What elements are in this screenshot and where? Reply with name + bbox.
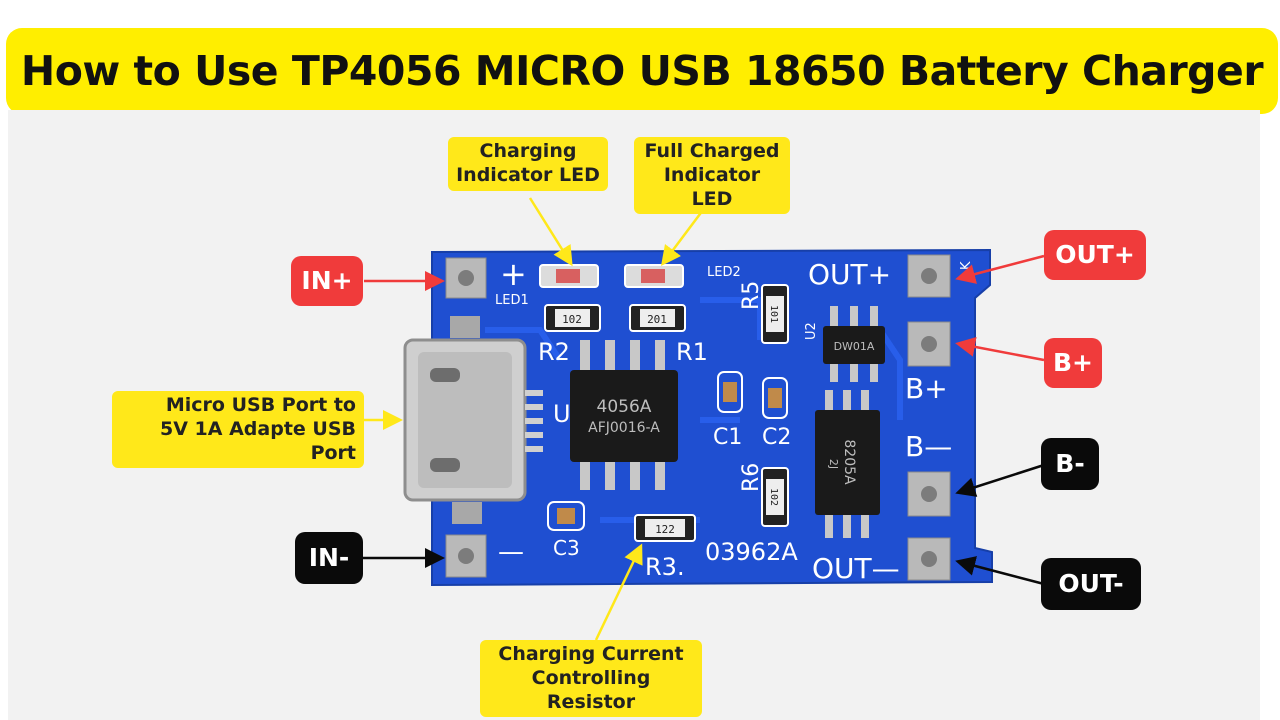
led2-full bbox=[624, 264, 684, 288]
silkscreen-labels: + — LED1 LED2 R2 R1 R3. R5 R6 C1 C2 C3 U… bbox=[495, 255, 974, 585]
callout-in-minus-text: IN- bbox=[308, 543, 350, 573]
silk-r1: R1 bbox=[676, 338, 708, 366]
silk-plus: + bbox=[500, 255, 527, 293]
callout-in-plus: IN+ bbox=[291, 256, 363, 306]
silk-minus: — bbox=[498, 537, 524, 567]
silk-board-code: 03962A bbox=[705, 538, 798, 566]
resistor-r6: 102 bbox=[761, 467, 789, 527]
silk-r5: R5 bbox=[739, 281, 764, 310]
ic-8205a: 8205A 2J bbox=[815, 390, 880, 538]
silk-led2: LED2 bbox=[707, 265, 741, 280]
resistor-r3: 122 bbox=[634, 514, 696, 542]
leader-charging-led bbox=[528, 197, 573, 267]
svg-text:102: 102 bbox=[768, 488, 779, 506]
pad-in-plus bbox=[445, 257, 487, 299]
svg-text:8205A: 8205A bbox=[841, 439, 857, 485]
pcb-traces bbox=[485, 297, 903, 523]
callout-usb-port-text: Micro USB Port to 5V 1A Adapte USB Port bbox=[160, 394, 356, 464]
ic-tp4056: 4056A AFJ0016-A bbox=[570, 340, 678, 490]
callout-out-plus: OUT+ bbox=[1044, 230, 1146, 280]
pad-b-minus bbox=[907, 471, 951, 517]
callout-in-minus: IN- bbox=[295, 532, 363, 584]
silk-k-mark: K bbox=[959, 261, 974, 270]
callout-usb-port: Micro USB Port to 5V 1A Adapte USB Port bbox=[112, 391, 364, 469]
capacitor-c3 bbox=[547, 501, 585, 531]
silk-led1: LED1 bbox=[495, 293, 529, 308]
silk-r2: R2 bbox=[538, 338, 570, 366]
svg-text:DW01A: DW01A bbox=[834, 340, 875, 353]
pad-out-plus bbox=[907, 254, 951, 298]
leader-out-plus bbox=[955, 254, 1045, 284]
leader-b-minus bbox=[955, 463, 1045, 497]
resistor-r2: 102 bbox=[544, 304, 601, 332]
callout-charging-led: Charging Indicator LED bbox=[448, 137, 608, 191]
svg-text:101: 101 bbox=[768, 305, 779, 323]
silk-r3: R3. bbox=[645, 553, 685, 581]
silk-out-minus: OUT— bbox=[812, 552, 900, 585]
silk-r6: R6 bbox=[739, 463, 764, 492]
silk-c3: C3 bbox=[553, 536, 580, 560]
callout-out-plus-text: OUT+ bbox=[1055, 240, 1135, 270]
callout-b-minus: B- bbox=[1041, 438, 1099, 490]
capacitor-c1 bbox=[717, 371, 743, 413]
callout-full-charged-led-text: Full Charged Indicator LED bbox=[644, 140, 780, 210]
pad-in-minus bbox=[445, 534, 487, 578]
callout-charging-resistor: Charging Current Controlling Resistor bbox=[480, 640, 702, 718]
silk-b-plus: B+ bbox=[905, 372, 948, 405]
callout-charging-led-text: Charging Indicator LED bbox=[456, 140, 600, 186]
title-banner: How to Use TP4056 MICRO USB 18650 Batter… bbox=[6, 28, 1278, 114]
callout-out-minus-text: OUT- bbox=[1058, 569, 1124, 599]
callout-b-plus-text: B+ bbox=[1052, 348, 1093, 378]
callout-b-minus-text: B- bbox=[1055, 449, 1085, 479]
page-title: How to Use TP4056 MICRO USB 18650 Batter… bbox=[20, 47, 1264, 95]
svg-text:2J: 2J bbox=[827, 459, 840, 469]
callout-full-charged-led: Full Charged Indicator LED bbox=[634, 137, 790, 215]
resistor-r5: 101 bbox=[761, 284, 789, 344]
resistor-r1: 201 bbox=[629, 304, 686, 332]
leader-resistor bbox=[594, 543, 643, 641]
silk-u1: U bbox=[553, 400, 571, 428]
pad-out-minus bbox=[907, 537, 951, 581]
led1-charging bbox=[539, 264, 599, 288]
svg-text:AFJ0016-A: AFJ0016-A bbox=[588, 420, 660, 436]
silk-c1: C1 bbox=[713, 425, 742, 450]
micro-usb-port bbox=[403, 316, 543, 524]
ic-dw01a: DW01A bbox=[823, 306, 885, 382]
capacitor-c2 bbox=[762, 377, 788, 419]
silk-out-plus: OUT+ bbox=[808, 258, 891, 291]
svg-text:102: 102 bbox=[562, 313, 582, 326]
svg-text:122: 122 bbox=[655, 523, 675, 536]
silk-u2: U2 bbox=[804, 322, 819, 340]
leader-b-plus bbox=[955, 336, 1045, 362]
callout-charging-resistor-text: Charging Current Controlling Resistor bbox=[498, 643, 684, 713]
callout-in-plus-text: IN+ bbox=[301, 266, 353, 296]
silk-b-minus: B— bbox=[905, 430, 952, 463]
silk-c2: C2 bbox=[762, 425, 791, 450]
svg-text:4056A: 4056A bbox=[597, 397, 652, 417]
callout-out-minus: OUT- bbox=[1041, 558, 1141, 610]
leader-out-minus bbox=[955, 556, 1045, 586]
svg-text:201: 201 bbox=[647, 313, 667, 326]
pad-b-plus bbox=[907, 321, 951, 367]
callout-b-plus: B+ bbox=[1044, 338, 1102, 388]
